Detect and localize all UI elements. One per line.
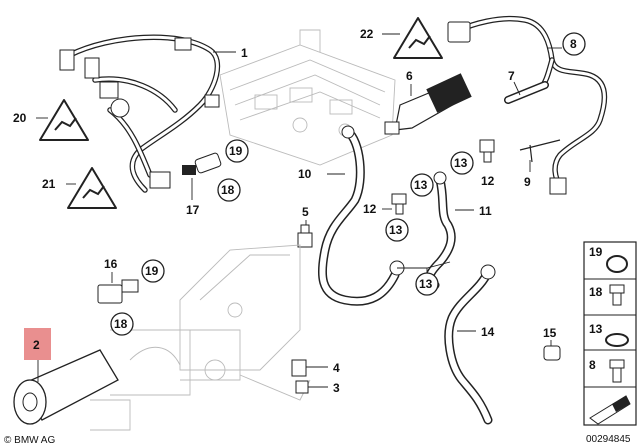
hose-14: [444, 264, 496, 425]
pressure-accumulator: [13, 349, 119, 425]
legend-item-label: 19: [589, 245, 603, 259]
callout-22: 22: [360, 27, 374, 41]
wiring-harness: [59, 34, 221, 193]
sensor-rod: [504, 81, 549, 104]
callout-badge-8: 8: [562, 32, 586, 56]
gearbox-housing: [90, 244, 311, 431]
arrow-icon: [589, 395, 631, 425]
callout-20: 20: [13, 111, 27, 125]
callout-5: 5: [302, 205, 309, 219]
callout-badge-13: 13: [410, 173, 434, 197]
legend-item-label: 18: [589, 285, 603, 299]
callout-13: 13: [454, 156, 468, 170]
legend-item-label: 13: [589, 322, 603, 336]
screw-icon: [609, 359, 625, 383]
callout-badge-13: 13: [385, 218, 409, 242]
callout-badge-13: 13: [415, 272, 439, 296]
callout-8: 8: [570, 37, 577, 51]
callout-7: 7: [508, 69, 515, 83]
speed-sensor: [97, 279, 139, 304]
legend-panel: 19 18 13 8: [583, 241, 637, 426]
callout-6: 6: [406, 69, 413, 83]
callout-17: 17: [186, 203, 200, 217]
valve-body: [219, 29, 396, 166]
callout-13: 13: [419, 277, 433, 291]
callout-16: 16: [104, 257, 118, 271]
legend-item-label: 8: [589, 358, 596, 372]
warning-triangle-icon: [67, 167, 117, 209]
callout-badge-19: 19: [225, 139, 249, 163]
callout-12-b: 12: [363, 202, 377, 216]
callout-4: 4: [333, 361, 340, 375]
solenoid: [384, 73, 472, 135]
sensor-lead: [447, 15, 608, 195]
banjo-bolt: [479, 139, 495, 163]
bleed-screw: [291, 359, 307, 377]
diagram-code: 00294845: [586, 434, 631, 445]
callout-badge-18: 18: [217, 178, 241, 202]
callout-11: 11: [479, 204, 492, 218]
sealing-ring-icon: [605, 333, 629, 347]
callout-12: 12: [481, 174, 495, 188]
callout-18: 18: [221, 183, 235, 197]
o-ring-icon: [606, 255, 628, 273]
callout-13: 13: [414, 178, 428, 192]
banjo-bolt: [391, 193, 407, 215]
callout-badge-13: 13: [450, 151, 474, 175]
callout-19: 19: [145, 264, 159, 278]
warning-triangle-icon: [39, 99, 89, 141]
pressure-sensor: [182, 152, 222, 175]
callout-13: 13: [389, 223, 403, 237]
highlight-box: [24, 328, 51, 360]
screw-plug: [297, 224, 313, 248]
hose-clamp: [543, 345, 561, 361]
callout-10: 10: [298, 167, 312, 181]
callout-badge-19: 19: [141, 259, 165, 283]
callout-19: 19: [229, 144, 243, 158]
callout-3: 3: [333, 381, 340, 395]
bolt-icon: [609, 284, 625, 306]
hose-10: [317, 125, 405, 306]
callout-14: 14: [481, 325, 495, 339]
copyright-label: © BMW AG: [4, 435, 55, 446]
screw: [295, 380, 309, 394]
callout-9: 9: [524, 175, 531, 189]
warning-triangle-icon: [393, 17, 443, 59]
callout-21: 21: [42, 177, 56, 191]
callout-2: 2: [33, 338, 40, 352]
callout-18: 18: [114, 317, 128, 331]
callout-badge-18: 18: [110, 312, 134, 336]
callout-15: 15: [543, 326, 557, 340]
callout-1: 1: [241, 46, 248, 60]
